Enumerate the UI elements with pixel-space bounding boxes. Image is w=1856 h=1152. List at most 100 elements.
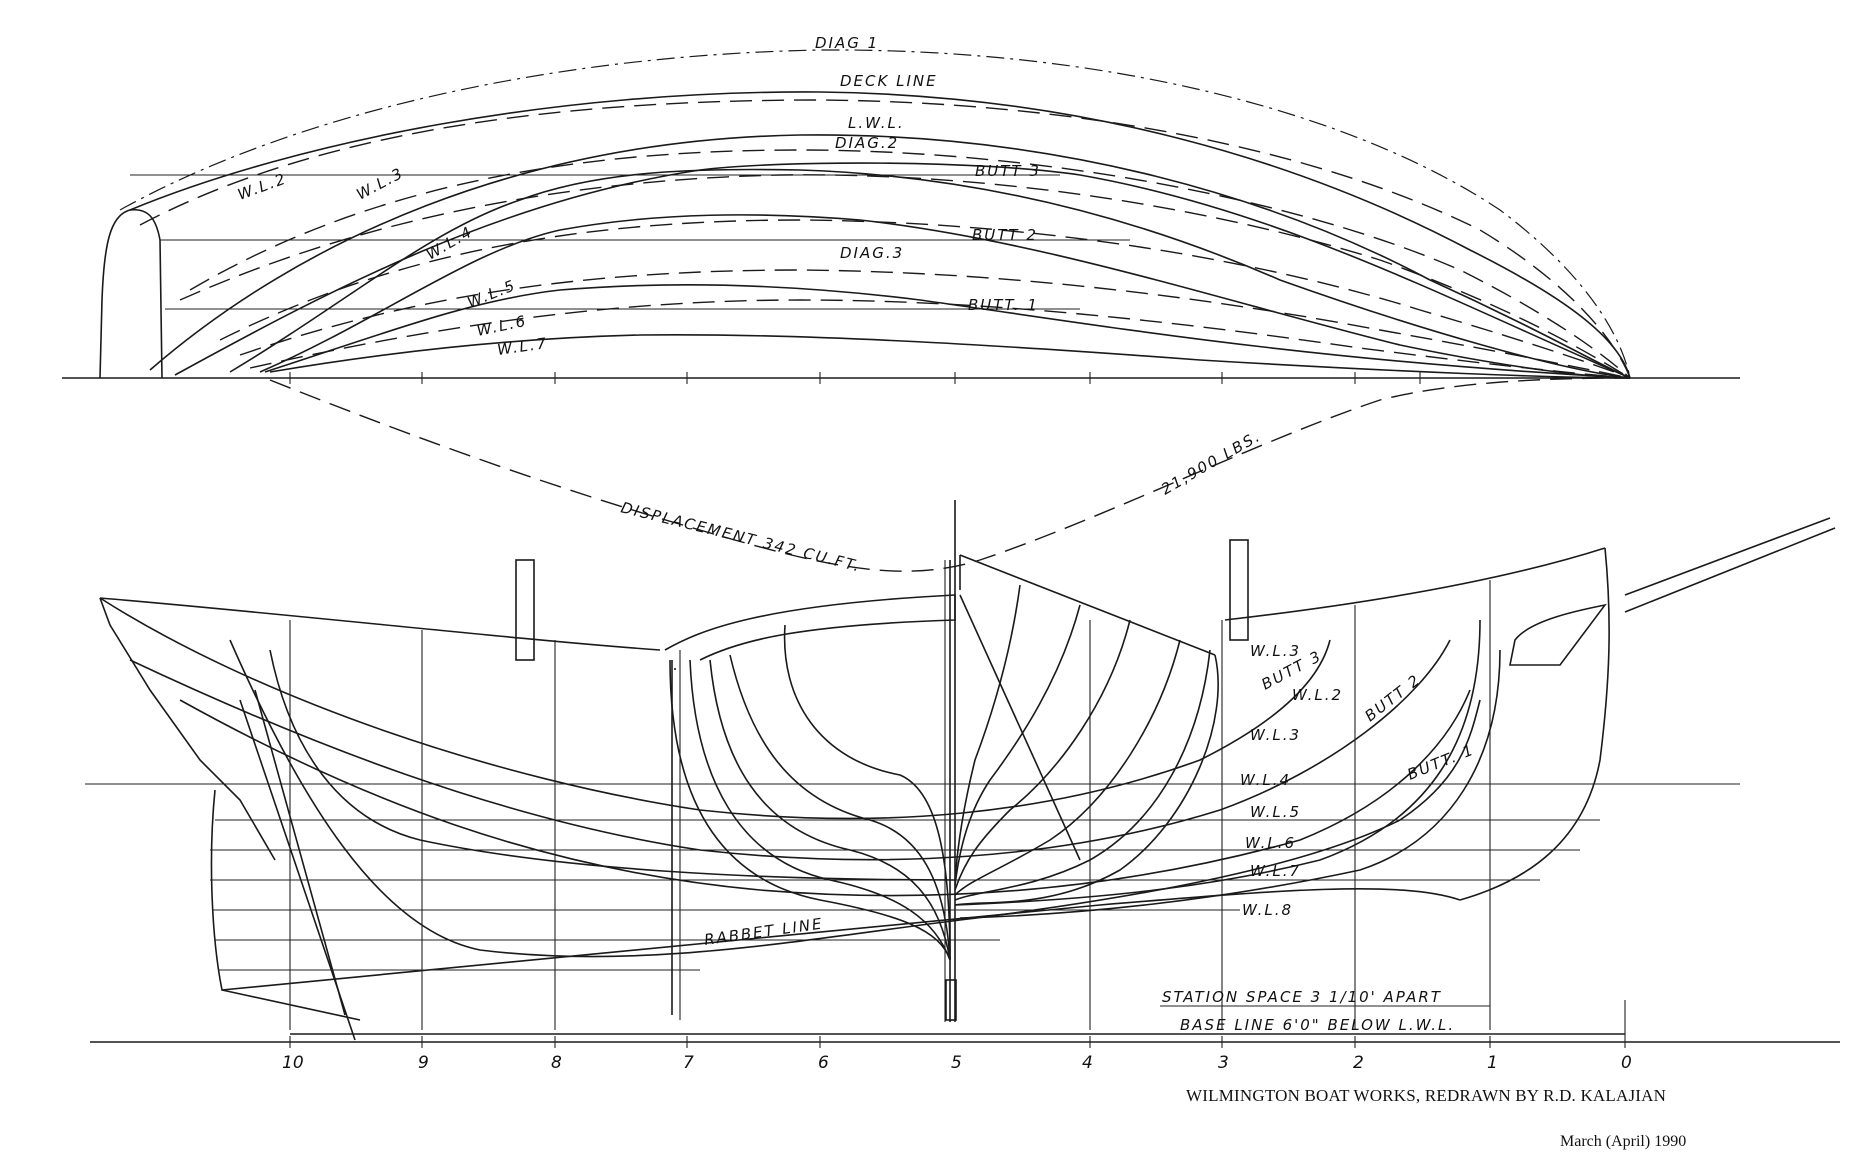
label-plan-butt3: BUTT 3 xyxy=(975,162,1041,180)
profile-view: W.L.3 BUTT 3 W.L.2 BUTT 2 W.L.3 W.L.4 BU… xyxy=(85,500,1840,1073)
station-number: 5 xyxy=(951,1053,962,1073)
label-displacement-weight: 21,900 LBS. xyxy=(1158,427,1264,499)
profile-wl-curve xyxy=(99,597,1331,820)
body-section xyxy=(729,654,951,961)
label-diag1: DIAG 1 xyxy=(815,34,879,52)
displacement-curve: DISPLACEMENT 342 CU.FT. 21,900 LBS. xyxy=(269,377,1631,576)
profile-butt1 xyxy=(229,639,1481,958)
plan-station-ticks xyxy=(289,372,1421,384)
body-plan-fwd xyxy=(954,554,1219,906)
main-mast xyxy=(1229,539,1249,641)
profile-stern xyxy=(99,597,276,861)
mizzen-mast xyxy=(515,559,535,661)
keel-post xyxy=(945,979,957,1021)
label-deck-line: DECK LINE xyxy=(840,72,938,90)
label-profile-wl3: W.L.3 xyxy=(1250,642,1301,660)
station-number: 9 xyxy=(418,1053,429,1073)
plan-lwl xyxy=(149,134,1631,379)
profile-counter xyxy=(210,789,361,1021)
label-profile-wl2: W.L.2 xyxy=(1292,686,1343,704)
plan-butt1 xyxy=(249,299,1631,379)
station-number: 2 xyxy=(1353,1053,1364,1073)
station-ticks xyxy=(289,1000,1626,1048)
body-frame xyxy=(671,660,676,1015)
profile-butt3 xyxy=(129,639,1451,861)
profile-sheer-aft xyxy=(99,597,661,651)
label-diag2: DIAG.2 xyxy=(835,134,899,152)
plan-butt3 xyxy=(189,149,1631,379)
body-deck-fwd xyxy=(959,554,1216,656)
station-numbers: 10 9 8 7 6 5 4 3 2 1 0 xyxy=(282,1053,1632,1073)
label-profile-butt1: BUTT. 1 xyxy=(1405,740,1477,783)
label-plan-wl3: W.L.3 xyxy=(353,164,407,204)
label-profile-wl3b: W.L.3 xyxy=(1250,726,1301,744)
plan-dashed-1 xyxy=(139,99,1631,379)
profile-rabbet-aft xyxy=(269,649,956,881)
profile-butt2 xyxy=(179,689,1471,897)
station-number: 4 xyxy=(1082,1053,1093,1073)
station-number: 6 xyxy=(818,1053,829,1073)
plan-wl5 xyxy=(259,214,1631,379)
body-section-fwd xyxy=(954,604,1081,886)
profile-rabbet-fwd xyxy=(954,619,1481,906)
body-section xyxy=(689,659,951,961)
label-profile-butt2: BUTT 2 xyxy=(1361,670,1424,725)
note-station-space: STATION SPACE 3 1/10' APART xyxy=(1162,988,1442,1006)
plan-diag3 xyxy=(239,269,1631,379)
body-deck-aft xyxy=(664,594,956,661)
profile-bowsprit xyxy=(1624,517,1836,613)
label-diag3: DIAG.3 xyxy=(840,244,904,262)
station-number: 8 xyxy=(551,1053,562,1073)
station-number: 0 xyxy=(1621,1053,1632,1073)
label-profile-wl4: W.L.4 xyxy=(1240,771,1291,789)
half-breadth-plan: DIAG 1 DECK LINE L.W.L. DIAG.2 BUTT 3 BU… xyxy=(62,34,1740,384)
label-plan-wl6: W.L.6 xyxy=(475,312,529,340)
label-plan-butt1: BUTT. 1 xyxy=(968,296,1039,314)
body-section-fwd xyxy=(954,584,1021,881)
plan-wl6 xyxy=(264,283,1631,379)
profile-stem xyxy=(1459,547,1610,901)
label-plan-butt2: BUTT 2 xyxy=(972,226,1038,244)
label-profile-wl7: W.L.7 xyxy=(1250,862,1301,880)
label-plan-wl7: W.L.7 xyxy=(496,334,549,359)
plan-wl4 xyxy=(229,168,1631,379)
label-profile-wl5: W.L.5 xyxy=(1250,803,1301,821)
plan-wl3 xyxy=(174,162,1631,379)
body-section-fwd xyxy=(954,639,1181,896)
note-base-line: BASE LINE 6'0" BELOW L.W.L. xyxy=(1180,1016,1455,1034)
drawing-credit: WILMINGTON BOAT WORKS, REDRAWN BY R.D. K… xyxy=(1186,1086,1667,1105)
plan-transom xyxy=(99,209,163,379)
body-plan-aft xyxy=(664,560,957,1022)
body-section-fwd xyxy=(954,649,1211,901)
body-section xyxy=(709,659,951,961)
label-profile-wl8: W.L.8 xyxy=(1242,901,1293,919)
profile-curves xyxy=(99,597,1607,958)
station-number: 10 xyxy=(282,1053,304,1073)
label-lwl: L.W.L. xyxy=(848,114,905,132)
profile-sheer-fwd xyxy=(1224,547,1606,621)
station-number: 7 xyxy=(683,1053,694,1073)
label-plan-wl5: W.L.5 xyxy=(465,276,519,312)
body-section-fwd xyxy=(954,654,1219,906)
plan-diag1 xyxy=(119,49,1631,379)
profile-curve-fwd xyxy=(959,649,1501,919)
plan-deck-line xyxy=(129,91,1631,379)
plan-diag2 xyxy=(179,174,1631,379)
label-displacement-volume: DISPLACEMENT 342 CU.FT. xyxy=(619,498,863,575)
sternpost-line-2 xyxy=(254,689,346,1016)
profile-bow-detail xyxy=(1509,603,1607,666)
label-rabbet-line: RABBET LINE xyxy=(703,914,824,949)
body-section xyxy=(669,659,951,961)
label-profile-wl6: W.L.6 xyxy=(1245,834,1296,852)
station-number: 1 xyxy=(1487,1053,1498,1073)
body-section-fwd xyxy=(954,619,1131,891)
plan-wl7 xyxy=(269,333,1631,379)
station-number: 3 xyxy=(1218,1053,1229,1073)
displacement-line xyxy=(269,377,1631,572)
profile-station-lines xyxy=(289,580,1491,1030)
drawing-date: March (April) 1990 xyxy=(1560,1133,1687,1150)
body-diagonal xyxy=(959,594,1081,861)
plan-butt2 xyxy=(219,219,1631,379)
